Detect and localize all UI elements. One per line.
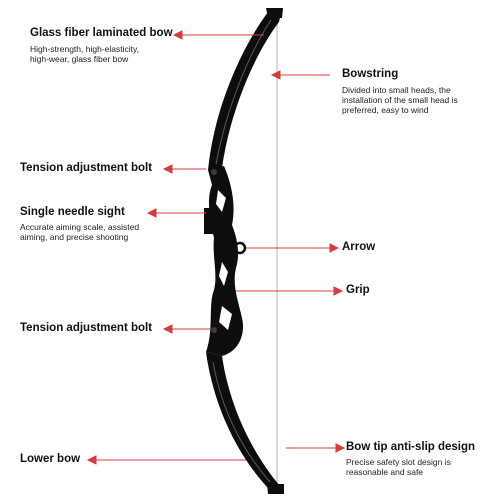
label-bow-tip-desc-1: Precise safety slot design is	[346, 457, 451, 467]
label-arrow: Arrow	[342, 241, 375, 254]
lower-limb-highlight	[212, 361, 271, 483]
arrowhead-arrow	[329, 243, 340, 253]
label-grip-title: Grip	[346, 284, 370, 296]
label-lower-bow: Lower bow	[20, 453, 80, 466]
arrowhead-grip	[333, 286, 344, 296]
arrowhead-bow-tip	[335, 443, 346, 453]
label-lower-bow-title: Lower bow	[20, 453, 81, 465]
label-grip: Grip	[346, 284, 370, 297]
riser-cutout-top	[216, 190, 226, 212]
arrowhead-bowstring	[270, 70, 281, 80]
label-glass-fiber-desc-1: High-strength, high-elasticity,	[30, 44, 139, 54]
label-bow-tip: Bow tip anti-slip design Precise safety …	[346, 441, 475, 477]
arrowhead-lower-bow	[86, 455, 97, 465]
label-bowstring-desc-1: Divided into small heads, the	[342, 85, 451, 95]
label-glass-fiber: Glass fiber laminated bow High-strength,…	[30, 27, 173, 64]
label-bowstring: Bowstring Divided into small heads, the …	[342, 68, 458, 115]
label-tension-top-title: Tension adjustment bolt	[20, 162, 153, 174]
arrowhead-glass-fiber	[172, 30, 183, 40]
arrow-rest	[233, 241, 247, 255]
lower-limb	[206, 352, 280, 488]
upper-bow-tip	[266, 8, 283, 18]
label-bow-tip-title: Bow tip anti-slip design	[346, 441, 476, 453]
label-tension-bottom: Tension adjustment bolt	[20, 322, 152, 335]
label-sight-title: Single needle sight	[20, 206, 125, 218]
label-bowstring-title: Bowstring	[342, 68, 399, 80]
riser-cutout-middle	[219, 262, 228, 286]
label-tension-bottom-title: Tension adjustment bolt	[20, 322, 153, 334]
label-bow-tip-desc-2: reasonable and safe	[346, 467, 424, 477]
upper-limb-highlight	[215, 19, 272, 165]
label-glass-fiber-title: Glass fiber laminated bow	[30, 27, 173, 39]
tension-bolt-top	[211, 169, 217, 175]
arrowhead-sight	[146, 208, 157, 218]
sight-bracket	[204, 208, 216, 234]
label-glass-fiber-desc-2: high-wear, glass fiber bow	[30, 54, 129, 64]
label-sight-desc-1: Accurate aiming scale, assisted	[20, 222, 140, 232]
upper-limb	[208, 12, 281, 170]
label-tension-top: Tension adjustment bolt	[20, 162, 152, 175]
label-arrow-title: Arrow	[342, 241, 376, 253]
label-sight-desc-2: aiming, and precise shooting	[20, 232, 129, 242]
tension-bolt-bottom	[211, 327, 217, 333]
label-bowstring-desc-3: preferred, easy to wind	[342, 105, 429, 115]
riser-cutout-bottom	[219, 306, 232, 330]
riser	[206, 166, 244, 356]
arrowhead-tension-bottom	[162, 324, 173, 334]
lower-bow-tip	[267, 484, 284, 494]
label-bowstring-desc-2: installation of the small head is	[342, 95, 458, 105]
arrowhead-tension-top	[162, 164, 173, 174]
label-sight: Single needle sight Accurate aiming scal…	[20, 206, 139, 242]
